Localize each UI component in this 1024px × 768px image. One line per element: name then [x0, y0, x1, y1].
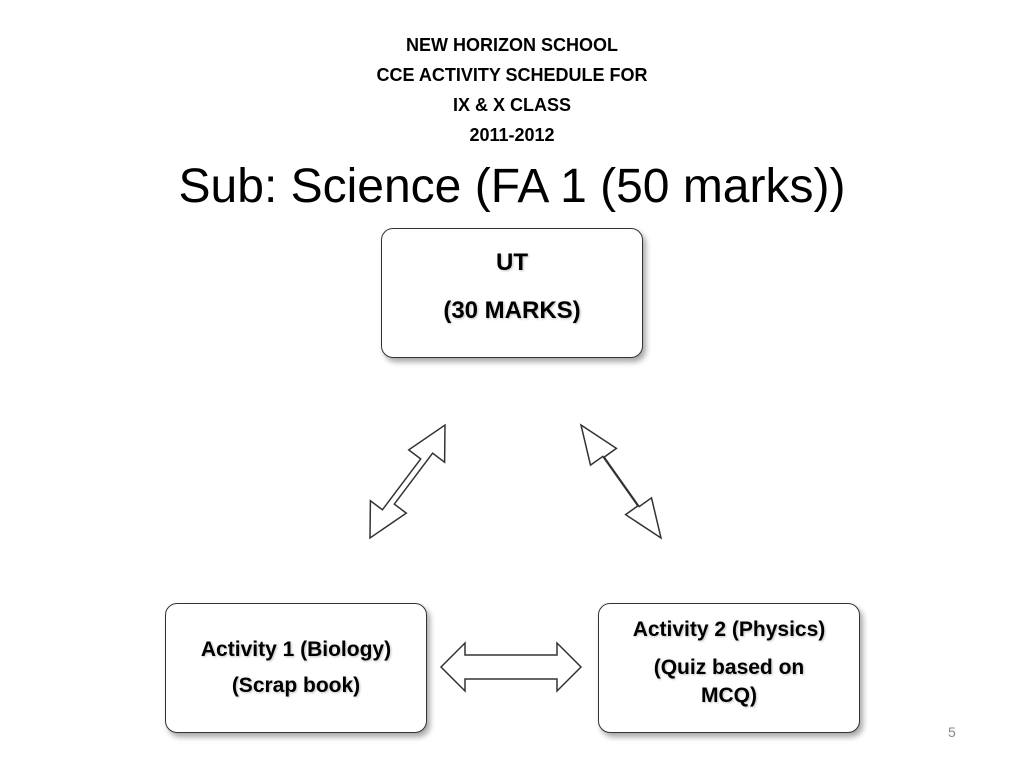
header-year: 2011-2012: [469, 125, 555, 145]
node-activity1-label: Activity 1 (Biology): [200, 638, 392, 661]
school-header: NEW HORIZON SCHOOL CCE ACTIVITY SCHEDULE…: [0, 30, 1024, 150]
double-arrow-ut-activity1: [369, 423, 446, 540]
header-school-name: NEW HORIZON SCHOOL: [406, 35, 618, 55]
node-ut-label: UT: [496, 249, 528, 276]
node-activity2: Activity 2 (Physics) (Quiz based on MCQ): [598, 603, 860, 733]
slide-title: Sub: Science (FA 1 (50 marks)): [178, 160, 846, 213]
double-arrow-ut-activity2: [579, 423, 663, 540]
node-ut-marks: (30 MARKS): [443, 297, 581, 324]
node-ut: UT (30 MARKS): [381, 228, 643, 358]
header-schedule-title: CCE ACTIVITY SCHEDULE FOR: [376, 65, 648, 85]
node-activity1: Activity 1 (Biology) (Scrap book): [165, 603, 427, 733]
header-class: IX & X CLASS: [452, 95, 572, 115]
double-arrow-activity1-activity2: [439, 641, 583, 693]
node-activity2-detail: (Quiz based on MCQ): [653, 656, 805, 707]
node-activity2-label: Activity 2 (Physics): [632, 618, 826, 641]
page-number: 5: [948, 724, 956, 740]
node-activity1-detail: (Scrap book): [231, 674, 361, 697]
